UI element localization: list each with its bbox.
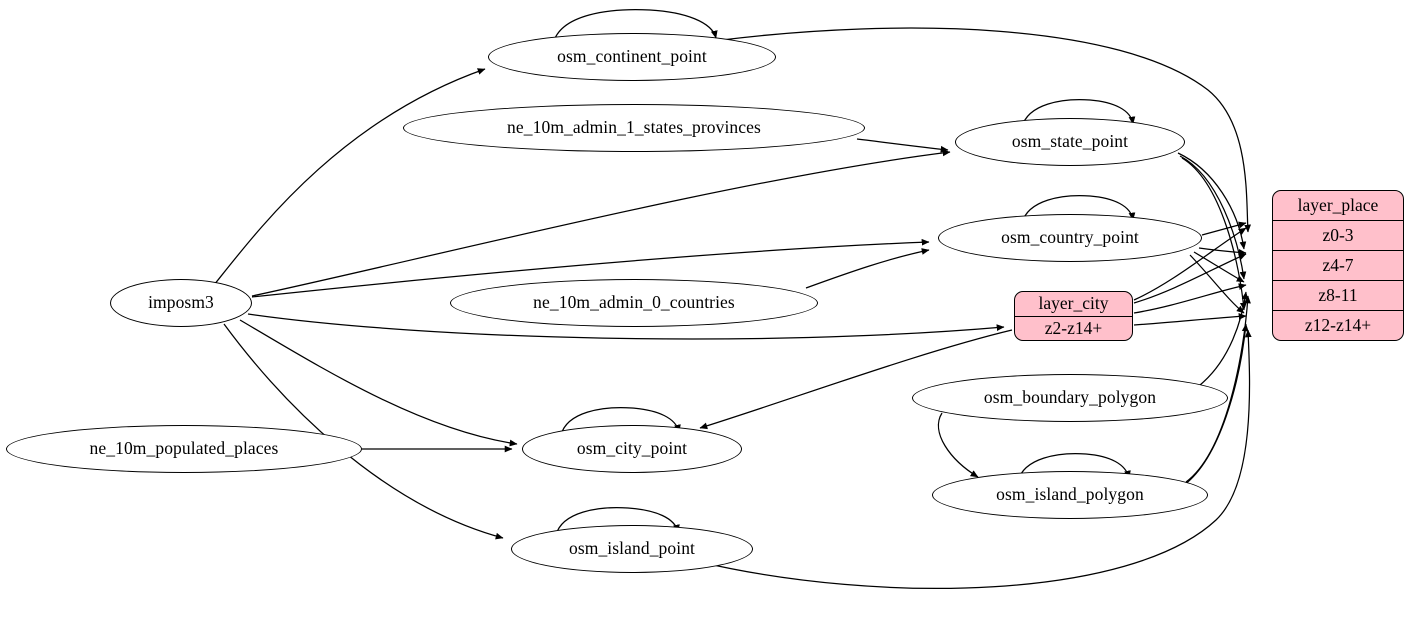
edge-osm_country_point-layer_place-z0-3 bbox=[1201, 221, 1247, 236]
node-osm_island_point[interactable]: osm_island_point bbox=[511, 525, 753, 573]
edge-layer_city-layer_place-z4-7 bbox=[1133, 253, 1247, 304]
layer-city-zoom-z2-z14[interactable]: z2-z14+ bbox=[1044, 317, 1103, 338]
node-imposm3[interactable]: imposm3 bbox=[110, 279, 252, 327]
layer-place-zoom-z4-7[interactable]: z4-7 bbox=[1273, 251, 1403, 281]
node-osm_boundary_polygon[interactable]: osm_boundary_polygon bbox=[912, 374, 1228, 422]
node-osm_country_point[interactable]: osm_country_point bbox=[938, 214, 1202, 262]
edge-osm_island_polygon-layer_place-z8-11 bbox=[1185, 295, 1251, 483]
node-label: osm_island_point bbox=[568, 538, 696, 559]
layer-place-zoom-z0-3[interactable]: z0-3 bbox=[1273, 221, 1403, 251]
selfloop-osm_country_point bbox=[1021, 195, 1136, 224]
selfloop-osm_continent_point bbox=[552, 9, 718, 45]
layer-place-title: layer_place bbox=[1273, 191, 1403, 221]
edge-osm_state_point-layer_place-z4-7 bbox=[1177, 152, 1247, 250]
edge-imposm3-osm_country_point bbox=[251, 238, 930, 298]
node-label: osm_state_point bbox=[1011, 131, 1129, 152]
node-label: osm_country_point bbox=[1001, 227, 1139, 248]
edge-layer_city-layer_place-z8-11 bbox=[1133, 283, 1247, 314]
node-label: ne_10m_populated_places bbox=[89, 438, 279, 459]
node-layer-place[interactable]: layer_place z0-3 z4-7 z8-11 z12-z14+ bbox=[1272, 190, 1404, 341]
edge-layer_city-osm_city_point bbox=[699, 329, 1013, 430]
edge-osm_country_point-layer_place-z8-11 bbox=[1193, 251, 1245, 283]
edge-imposm3-osm_city_point bbox=[239, 319, 518, 447]
node-osm_continent_point[interactable]: osm_continent_point bbox=[488, 33, 776, 81]
edge-ne_10m_admin_0_countries-osm_country_point bbox=[805, 248, 930, 289]
selfloop-osm_city_point bbox=[560, 407, 681, 436]
node-osm_island_polygon[interactable]: osm_island_polygon bbox=[932, 471, 1208, 519]
node-label: osm_boundary_polygon bbox=[983, 387, 1157, 408]
edge-osm_country_point-layer_place-z4-7 bbox=[1198, 247, 1247, 256]
node-label: ne_10m_admin_1_states_provinces bbox=[507, 117, 761, 138]
edge-imposm3-osm_state_point bbox=[251, 149, 951, 297]
edge-osm_state_point-layer_place-z8-11 bbox=[1179, 155, 1247, 280]
node-ne_10m_admin_1_states_provinces[interactable]: ne_10m_admin_1_states_provinces bbox=[403, 104, 865, 152]
selfloop-osm_island_polygon bbox=[1017, 453, 1131, 482]
node-label: osm_island_polygon bbox=[996, 484, 1144, 505]
layer-place-zoom-z8-11[interactable]: z8-11 bbox=[1273, 281, 1403, 311]
edge-osm_island_polygon-layer_place-z12-z14+ bbox=[1183, 323, 1249, 486]
edge-ne_10m_admin_1_states_provinces-osm_state_point bbox=[856, 138, 949, 153]
edge-osm_continent_point-layer_place-z0-3 bbox=[721, 27, 1252, 233]
edge-osm_island_point-layer_place-z12-z14+ bbox=[699, 329, 1252, 589]
layer-place-zoom-z12-z14[interactable]: z12-z14+ bbox=[1304, 315, 1372, 335]
node-layer-city[interactable]: layer_city z2-z14+ bbox=[1014, 291, 1133, 341]
edge-imposm3-osm_continent_point bbox=[213, 68, 486, 286]
selfloop-osm_island_point bbox=[555, 507, 680, 536]
node-osm_city_point[interactable]: osm_city_point bbox=[522, 425, 742, 473]
node-osm_state_point[interactable]: osm_state_point bbox=[955, 118, 1185, 166]
node-ne_10m_admin_0_countries[interactable]: ne_10m_admin_0_countries bbox=[450, 279, 818, 327]
edge-layer_city-layer_place-z12-z14+ bbox=[1133, 313, 1247, 326]
node-label: osm_city_point bbox=[576, 438, 688, 459]
node-label: imposm3 bbox=[148, 292, 214, 313]
node-label: ne_10m_admin_0_countries bbox=[533, 292, 735, 313]
edge-imposm3-layer_city bbox=[247, 313, 1005, 340]
node-label: osm_continent_point bbox=[557, 46, 707, 67]
selfloop-osm_state_point bbox=[1021, 99, 1136, 128]
layer-city-title: layer_city bbox=[1015, 292, 1132, 317]
node-ne_10m_populated_places[interactable]: ne_10m_populated_places bbox=[6, 425, 362, 473]
edge-osm_country_point-layer_place-z12-z14+ bbox=[1189, 254, 1245, 314]
edge-layer_city-layer_place-z0-3 bbox=[1133, 227, 1247, 301]
edge-osm_boundary_polygon-osm_island_polygon bbox=[937, 412, 979, 478]
